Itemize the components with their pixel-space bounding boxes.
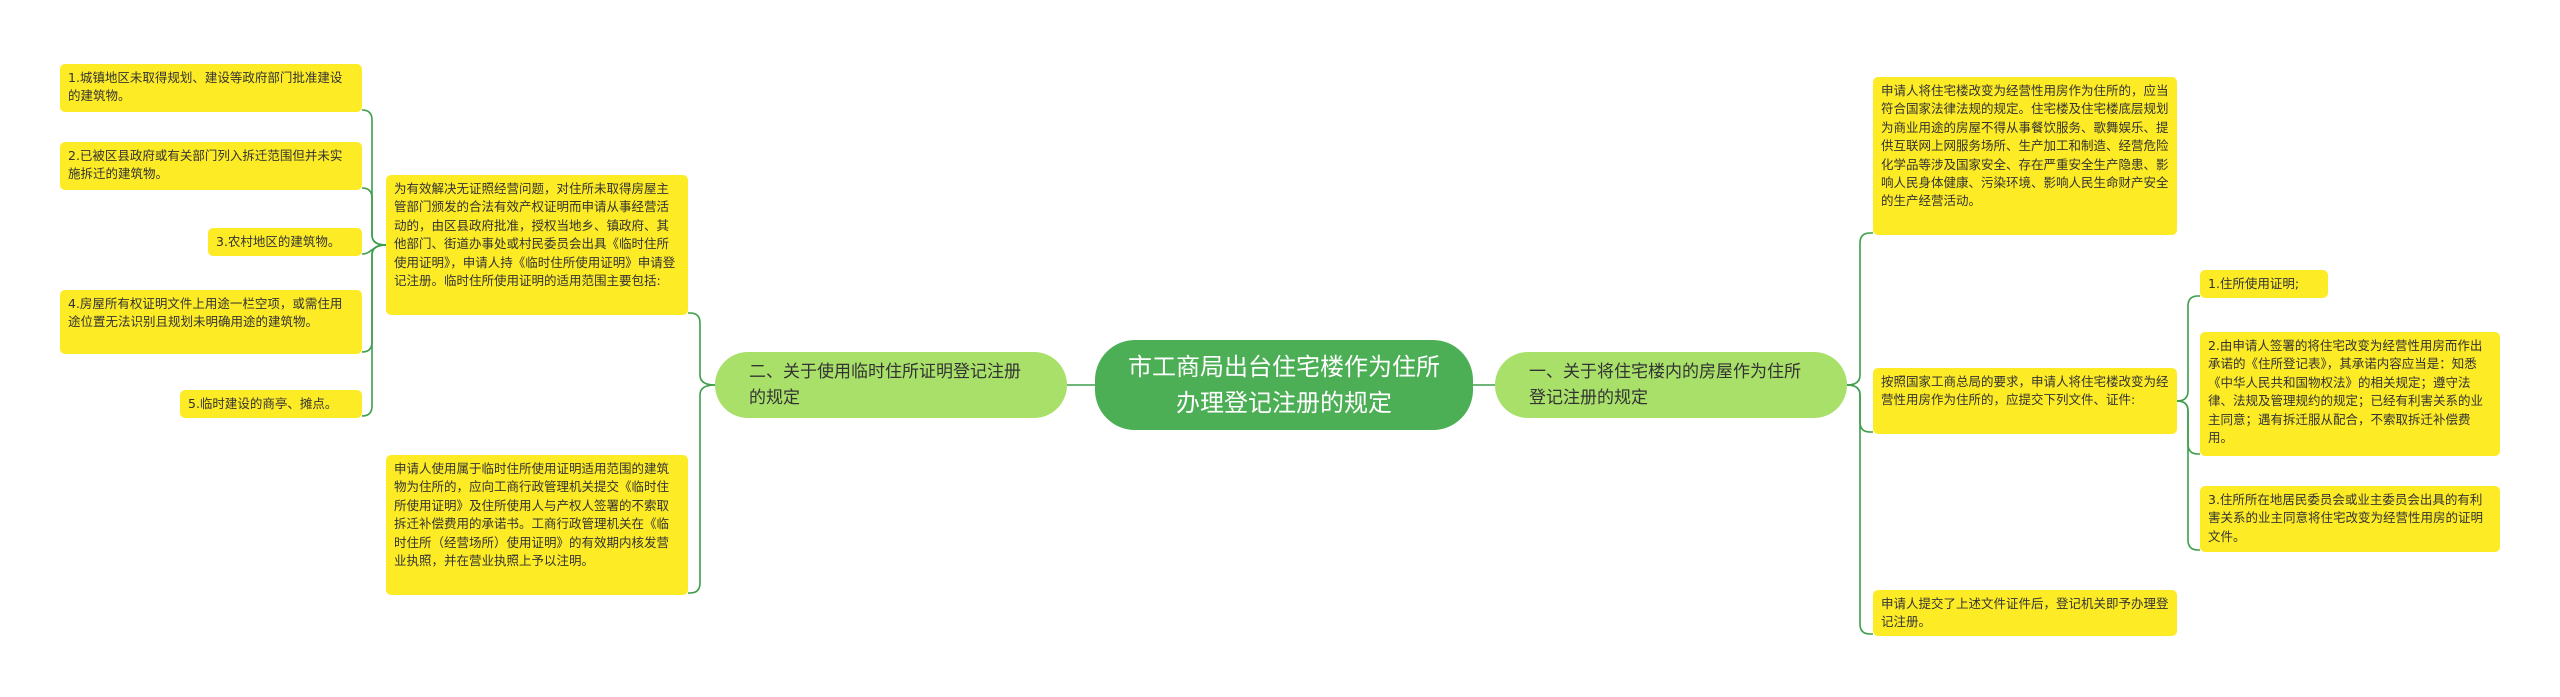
right-doc-card-2[interactable]: 2.由申请人签署的将住宅改变为经营性用房而作出承诺的《住所登记表》，其承诺内容应… (2200, 332, 2500, 456)
link-right-branch-1 (1846, 232, 1873, 386)
right-final-card[interactable]: 申请人提交了上述文件证件后，登记机关即予办理登记注册。 (1873, 590, 2177, 636)
link-right-req-3 (2176, 400, 2200, 551)
link-right-req-1 (2176, 295, 2200, 402)
link-right-branch-3 (1846, 384, 1873, 635)
left-item-card-5[interactable]: 5.临时建设的商亭、摊点。 (180, 390, 362, 418)
right-intro-card[interactable]: 申请人将住宅楼改变为经营性用房作为住所的，应当符合国家法律法规的规定。住宅楼及住… (1873, 77, 2177, 235)
right-doc-card-1[interactable]: 1.住所使用证明; (2200, 270, 2328, 298)
branch-right-residential-building[interactable]: 一、关于将住宅楼内的房屋作为住所登记注册的规定 (1495, 352, 1847, 418)
left-item-card-2[interactable]: 2.已被区县政府或有关部门列入拆迁范围但并未实施拆迁的建筑物。 (60, 142, 362, 190)
link-left-intro-2 (361, 187, 387, 246)
link-left-intro-5 (361, 244, 387, 417)
left-item-card-3[interactable]: 3.农村地区的建筑物。 (208, 228, 362, 256)
link-left-intro-4 (361, 244, 387, 353)
left-intro-card[interactable]: 为有效解决无证照经营问题，对住所未取得房屋主管部门颁发的合法有效产权证明而申请从… (386, 175, 688, 315)
root-topic[interactable]: 市工商局出台住宅楼作为住所办理登记注册的规定 (1095, 340, 1473, 430)
left-item-card-4[interactable]: 4.房屋所有权证明文件上用途一栏空项，或需住用途位置无法识别且规划未明确用途的建… (60, 290, 362, 354)
right-requirement-card[interactable]: 按照国家工商总局的要求，申请人将住宅楼改变为经营性用房作为住所的，应提交下列文件… (1873, 368, 2177, 434)
branch-left-temporary-certificate[interactable]: 二、关于使用临时住所证明登记注册的规定 (715, 352, 1067, 418)
link-left-branch-2 (688, 384, 716, 594)
link-left-branch-1 (688, 312, 716, 386)
link-left-intro-1 (361, 109, 387, 246)
right-doc-card-3[interactable]: 3.住所所在地居民委员会或业主委员会出具的有利害关系的业主同意将住宅改变为经营性… (2200, 486, 2500, 552)
left-item-card-1[interactable]: 1.城镇地区未取得规划、建设等政府部门批准建设的建筑物。 (60, 64, 362, 112)
left-note-card[interactable]: 申请人使用属于临时住所使用证明适用范围的建筑物为住所的，应向工商行政管理机关提交… (386, 455, 688, 595)
